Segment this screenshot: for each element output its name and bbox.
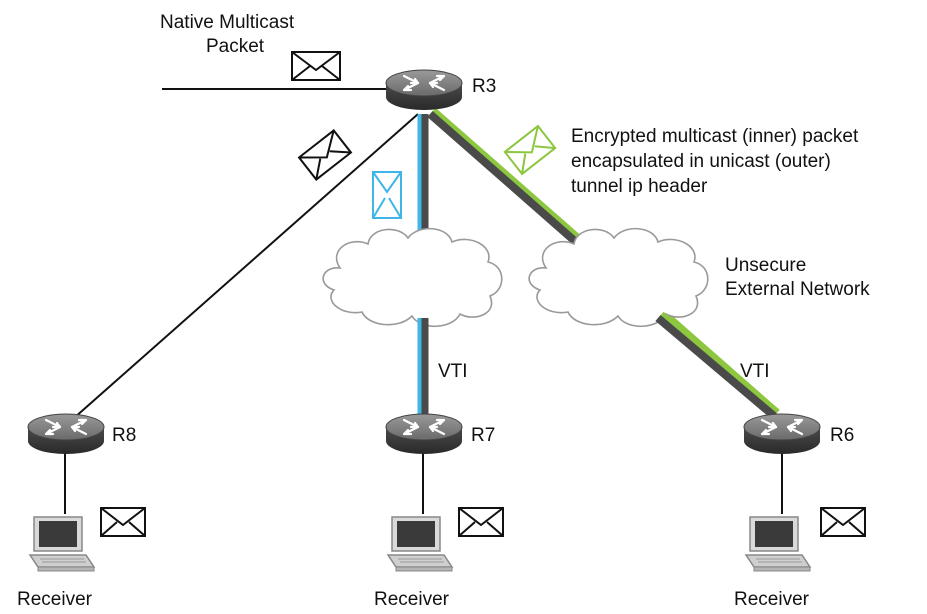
envelope-icon xyxy=(297,129,353,181)
cloud-label-line1: Unsecure xyxy=(725,255,807,276)
tunnel-label-r7: VTI xyxy=(438,361,468,382)
receiver-label-r8: Receiver xyxy=(17,589,92,610)
envelope-icon xyxy=(372,171,402,219)
cloud-label-line2: External Network xyxy=(725,279,870,300)
router-label-r7: R7 xyxy=(471,425,496,446)
laptop-icon xyxy=(29,516,95,572)
envelope-icon xyxy=(458,507,504,537)
native-multicast-label-line1: Native Multicast xyxy=(160,12,295,33)
tunnel-label-r6: VTI xyxy=(740,361,770,382)
router-icon xyxy=(742,412,822,456)
cloud-icon xyxy=(322,227,503,327)
receiver-label-r7: Receiver xyxy=(374,589,449,610)
router-label-r8: R8 xyxy=(112,425,137,446)
envelope-icon xyxy=(503,124,557,176)
envelope-icon xyxy=(291,51,341,81)
native-multicast-label-line2: Packet xyxy=(206,36,265,57)
router-label-r6: R6 xyxy=(830,425,855,446)
envelope-icon xyxy=(820,507,866,537)
router-icon xyxy=(384,412,464,456)
router-icon xyxy=(26,412,106,456)
encryption-annotation-line2: encapsulated in unicast (outer) xyxy=(571,151,831,172)
envelope-icon xyxy=(100,507,146,537)
receiver-label-r6: Receiver xyxy=(734,589,809,610)
router-icon xyxy=(384,68,464,112)
link-r3-r8 xyxy=(73,113,419,419)
laptop-icon xyxy=(745,516,811,572)
router-label-r3: R3 xyxy=(472,76,497,97)
cloud-icon xyxy=(528,227,709,327)
encryption-annotation-line3: tunnel ip header xyxy=(571,176,708,197)
laptop-icon xyxy=(387,516,453,572)
encryption-annotation-line1: Encrypted multicast (inner) packet xyxy=(571,126,859,147)
